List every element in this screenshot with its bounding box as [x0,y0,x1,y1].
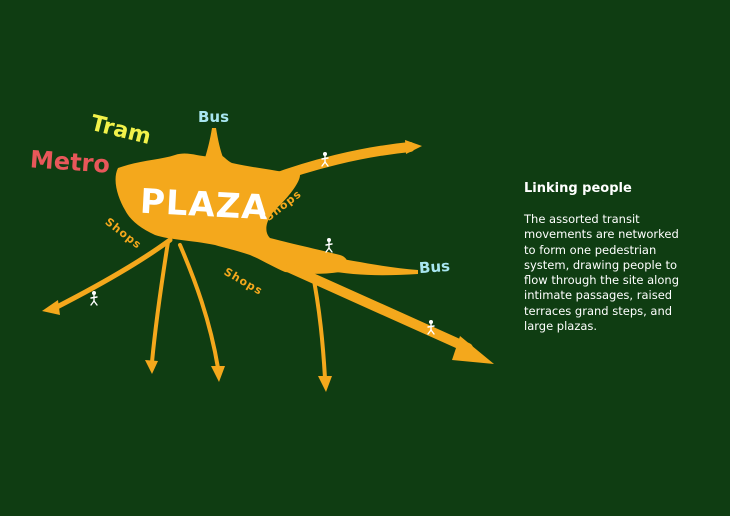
pedestrian-icon [325,238,333,253]
branch-lower-right [285,263,473,353]
metro-label: Metro [29,145,111,179]
description-line: terraces grand steps, and [524,303,673,318]
description-line: flow through the site along [524,273,680,288]
description-panel: Linking people The assorted transit move… [524,181,714,334]
description-line: The assorted transit [524,212,640,226]
arrow-head [452,336,494,364]
pedestrian-icon [321,152,329,167]
bus-branch-right [320,255,418,276]
branch-upper-right [265,142,415,185]
bus-label-top: Bus [198,108,230,126]
branch-bottom-1 [150,240,170,364]
description-line: system, drawing people to [524,257,677,272]
arrow-head [145,360,158,374]
pedestrian-icon [427,320,435,335]
branch-bottom-3 [310,268,327,380]
arrow-head [405,140,422,154]
plaza-label: PLAZA [139,181,270,229]
arrow-head [318,376,332,392]
bus-label-right: Bus [418,256,451,278]
plaza-shape [115,153,348,274]
branch-bottom-2 [178,243,220,370]
description-line: movements are networked [524,227,679,242]
bus-branch-top [205,128,224,160]
branch-left [52,237,173,311]
section-heading: Linking people [524,181,632,196]
description-line: intimate passages, raised [524,288,673,303]
pedestrian-icon [90,291,98,306]
arrow-head [42,300,60,315]
arrow-head [211,366,225,382]
description-line: large plazas. [524,319,598,334]
description-text: The assorted transit movements are netwo… [524,212,714,334]
description-line: to form one pedestrian [524,242,657,257]
